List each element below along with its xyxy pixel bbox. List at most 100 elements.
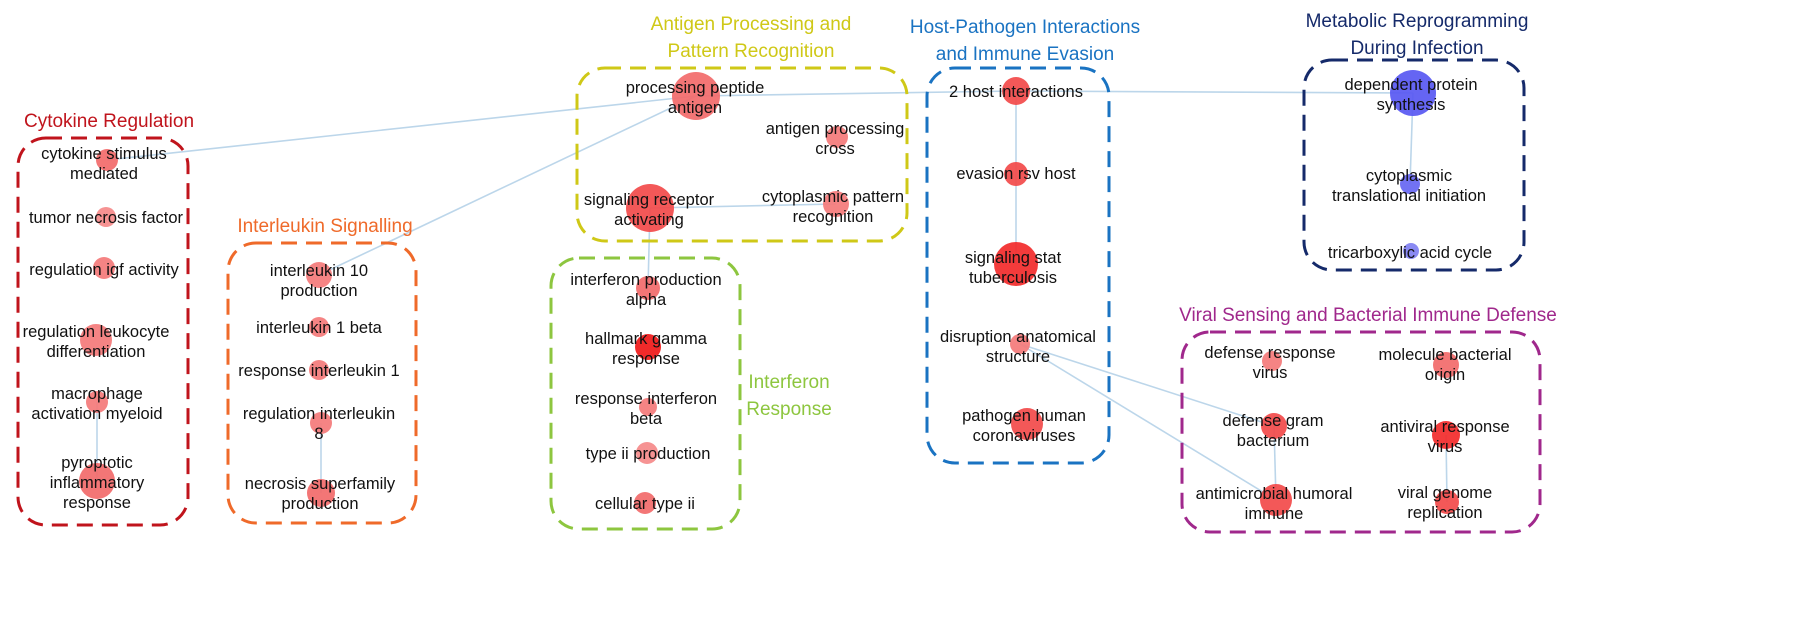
node-label-line: type ii production bbox=[586, 445, 711, 463]
node-label-coronavirus: pathogen human coronaviruses bbox=[962, 407, 1086, 445]
node-label-line: pathogen human bbox=[962, 407, 1086, 425]
cluster-box-viral bbox=[1180, 330, 1542, 534]
node-label-line: antigen bbox=[668, 99, 722, 117]
edge-disruption-antimicrobial bbox=[1019, 343, 1277, 501]
cluster-box-interleukin bbox=[226, 241, 418, 525]
node-necrosis_sf bbox=[307, 479, 335, 507]
node-label-ifn_beta: response interferon beta bbox=[575, 390, 717, 428]
node-label-line: signaling stat bbox=[965, 249, 1062, 267]
node-label-cell_type2: cellular type ii bbox=[595, 495, 695, 513]
node-protein_syn bbox=[1390, 70, 1436, 116]
node-hallmark bbox=[635, 334, 661, 360]
node-il10 bbox=[306, 262, 332, 288]
node-label-line: tricarboxylic acid cycle bbox=[1328, 244, 1492, 262]
node-viral_genome bbox=[1435, 490, 1459, 514]
cluster-title-line: Response bbox=[746, 399, 832, 420]
node-label-line: hallmark gamma bbox=[585, 330, 708, 348]
node-label-line: defense response bbox=[1204, 344, 1335, 362]
edge-disruption-gram bbox=[1019, 343, 1275, 427]
node-label-line: regulation igf activity bbox=[29, 261, 179, 279]
node-label-line: cellular type ii bbox=[595, 495, 695, 513]
node-label-gram: defense gram bacterium bbox=[1223, 412, 1324, 450]
cluster-title-line: Antigen Processing and bbox=[651, 14, 852, 35]
node-gram bbox=[1261, 413, 1287, 439]
node-label-viral_genome: viral genome replication bbox=[1398, 484, 1492, 522]
node-label-tnf: tumor necrosis factor bbox=[29, 209, 184, 227]
node-coronavirus bbox=[1011, 408, 1043, 440]
node-label-line: antimicrobial humoral bbox=[1196, 485, 1353, 503]
node-def_virus bbox=[1262, 351, 1282, 371]
node-label-line: tumor necrosis factor bbox=[29, 209, 184, 227]
cluster-box-antigen bbox=[575, 66, 909, 243]
node-label-line: disruption anatomical bbox=[940, 328, 1096, 346]
node-label-line: bacterium bbox=[1237, 432, 1309, 450]
node-antimicrobial bbox=[1260, 484, 1292, 516]
node-igf bbox=[93, 257, 115, 279]
node-label-line: activating bbox=[614, 211, 684, 229]
node-label-line: tuberculosis bbox=[969, 269, 1057, 287]
node-label-line: cytoplasmic pattern bbox=[762, 188, 904, 206]
cluster-title-viral: Viral Sensing and Bacterial Immune Defen… bbox=[1179, 305, 1557, 326]
node-label-line: defense gram bbox=[1223, 412, 1324, 430]
node-label-antimicrobial: antimicrobial humoral immune bbox=[1196, 485, 1353, 523]
node-leukocyte bbox=[80, 324, 112, 356]
node-label-host2: 2 host interactions bbox=[949, 83, 1083, 101]
edge-cytokine_stimulus-peptide bbox=[106, 95, 697, 161]
node-label-igf: regulation igf activity bbox=[29, 261, 179, 279]
cluster-title-line: Interferon bbox=[748, 372, 829, 393]
node-label-line: macrophage bbox=[51, 385, 143, 403]
cluster-title-line: Host-Pathogen Interactions bbox=[910, 17, 1140, 38]
node-label-type2: type ii production bbox=[586, 445, 711, 463]
node-label-line: cytoplasmic bbox=[1366, 167, 1452, 185]
node-il8 bbox=[310, 412, 332, 434]
node-label-line: beta bbox=[630, 410, 663, 428]
node-label-line: replication bbox=[1407, 504, 1482, 522]
node-ag_cross bbox=[826, 126, 848, 148]
node-host2 bbox=[1002, 77, 1030, 105]
node-label-line: virus bbox=[1428, 438, 1463, 456]
edge-sig_receptor-cyto_pattern bbox=[649, 203, 837, 209]
node-ifn_beta bbox=[639, 398, 657, 416]
node-label-line: immune bbox=[1245, 505, 1304, 523]
node-label-line: processing peptide bbox=[626, 79, 765, 97]
cluster-title-line: During Infection bbox=[1350, 38, 1483, 59]
node-label-line: interleukin 10 bbox=[270, 262, 368, 280]
node-label-il1b: interleukin 1 beta bbox=[256, 319, 382, 337]
node-label-line: virus bbox=[1253, 364, 1288, 382]
node-label-line: coronaviruses bbox=[973, 427, 1076, 445]
node-label-line: production bbox=[280, 282, 357, 300]
node-label-tca: tricarboxylic acid cycle bbox=[1328, 244, 1492, 262]
node-label-line: response interleukin 1 bbox=[238, 362, 399, 380]
node-label-line: response interferon bbox=[575, 390, 717, 408]
node-il1b bbox=[309, 317, 329, 337]
node-label-line: evasion rsv host bbox=[956, 165, 1076, 183]
node-tnf bbox=[96, 207, 116, 227]
node-label-line: production bbox=[281, 495, 358, 513]
edge-il10-peptide bbox=[318, 95, 697, 276]
node-peptide bbox=[672, 72, 720, 120]
node-label-line: signaling receptor bbox=[584, 191, 715, 209]
nodes-layer bbox=[79, 70, 1460, 516]
node-label-line: origin bbox=[1425, 366, 1465, 384]
node-label-line: viral genome bbox=[1398, 484, 1492, 502]
cluster-title-cytokine: Cytokine Regulation bbox=[24, 111, 194, 132]
node-label-line: regulation interleukin bbox=[243, 405, 395, 423]
node-label-line: response bbox=[63, 494, 131, 512]
node-label-line: mediated bbox=[70, 165, 138, 183]
node-disruption bbox=[1010, 334, 1030, 354]
